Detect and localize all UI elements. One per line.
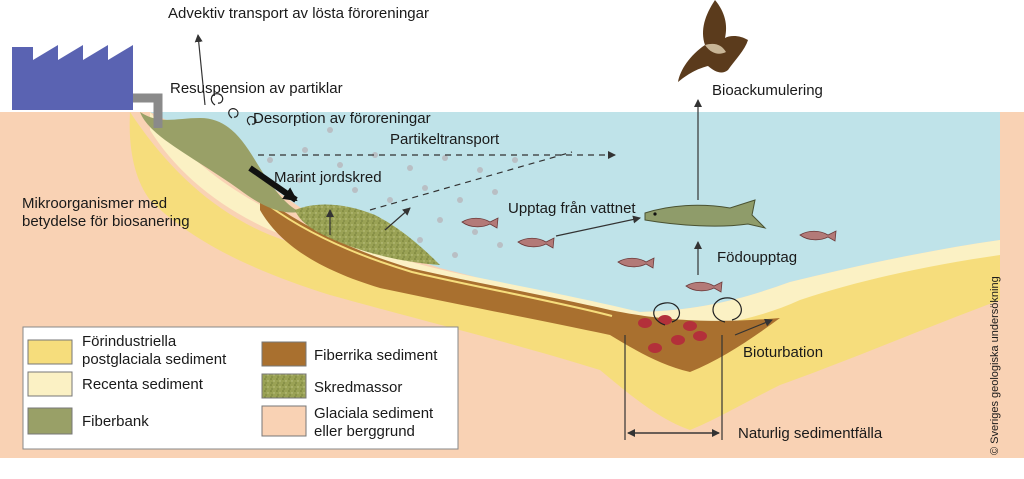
legend-preindustrial-2: postglaciala sediment [82, 351, 227, 368]
legend-swatch-preindustrial [27, 339, 73, 365]
fish-icon [461, 217, 837, 293]
legend-box [22, 326, 459, 450]
legend-fiberbank: Fiberbank [82, 413, 149, 430]
label-resuspension: Resuspension av partiklar [170, 80, 343, 97]
legend: Förindustriella postglaciala sediment Re… [22, 326, 459, 450]
label-microorganisms-2: betydelse för biosanering [22, 213, 190, 230]
legend-slide-masses: Skredmassor [314, 379, 402, 396]
legend-swatch-slide-masses [261, 373, 307, 399]
label-copyright: © Sveriges geologiska undersökning [989, 276, 1001, 455]
process-arrows [194, 34, 773, 440]
label-marine-landslide: Marint jordskred [274, 169, 382, 186]
legend-swatch-recent [27, 371, 73, 397]
label-desorption: Desorption av föroreningar [253, 110, 431, 127]
preindustrial-sediment-layer [129, 112, 1000, 430]
label-uptake-water: Upptag från vattnet [508, 200, 636, 217]
legend-glacial-2: eller berggrund [314, 423, 415, 440]
bioturbation-arrow [734, 318, 773, 336]
slide-up-arrow-2 [384, 207, 411, 231]
fiber-rich-sediment-layer [260, 195, 780, 372]
label-sediment-trap: Naturlig sedimentfälla [738, 425, 883, 442]
water-body [150, 112, 1000, 312]
factory-icon [12, 45, 163, 128]
legend-swatch-glacial [261, 405, 307, 437]
worm-icon [638, 315, 707, 353]
fiberbank-layer [140, 112, 300, 213]
legend-glacial-1: Glaciala sediment [314, 405, 434, 422]
legend-recent: Recenta sediment [82, 376, 204, 393]
resuspension-swirls [210, 93, 257, 126]
label-food-uptake: Födoupptag [717, 249, 797, 266]
legend-fiber-rich: Fiberrika sediment [314, 347, 438, 364]
label-microorganisms-1: Mikroorganismer med [22, 195, 167, 212]
particle-transport-diagonal [369, 151, 573, 211]
legend-swatch-fiberbank [27, 407, 73, 435]
eagle-icon [678, 0, 748, 82]
label-bioturbation: Bioturbation [743, 344, 823, 361]
landslide-arrow [248, 165, 298, 203]
uptake-arrow [555, 215, 641, 237]
label-bioaccumulation: Bioackumulering [712, 82, 823, 99]
legend-swatch-fiber-rich [261, 341, 307, 367]
bioturbation-swirls [653, 297, 742, 326]
slide-masses-layer [295, 204, 440, 265]
label-particle-transport: Partikeltransport [390, 131, 500, 148]
pike-icon [644, 199, 767, 229]
label-advective: Advektiv transport av lösta föroreningar [168, 5, 429, 22]
suspended-particles [267, 127, 518, 258]
advective-arrow [194, 34, 206, 106]
legend-preindustrial-1: Förindustriella [82, 333, 177, 350]
